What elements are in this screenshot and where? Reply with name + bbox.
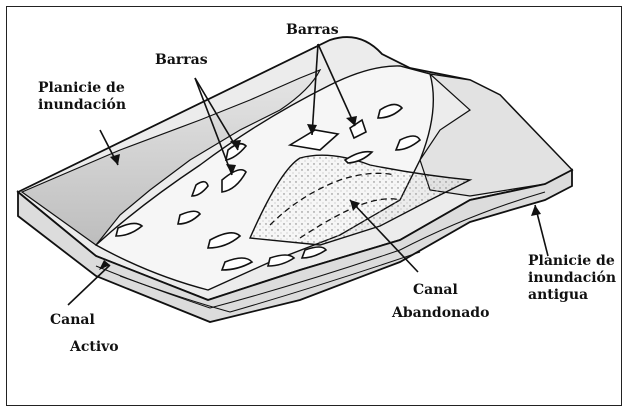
label-planicie-1: Planicie de	[38, 80, 125, 97]
label-planicie-antigua-2: inundación	[528, 270, 616, 287]
label-barras-top: Barras	[286, 22, 339, 39]
label-barras-left: Barras	[155, 52, 208, 69]
label-planicie-2: inundación	[38, 97, 126, 114]
label-planicie-antigua-1: Planicie de	[528, 253, 615, 270]
label-canal-activo-2: Activo	[70, 339, 119, 356]
label-canal-activo-1: Canal	[50, 312, 95, 329]
label-canal-abandonado-1: Canal	[413, 282, 458, 299]
arrow-head	[531, 205, 541, 216]
label-planicie-antigua-3: antigua	[528, 287, 588, 304]
label-canal-abandonado-2: Abandonado	[392, 305, 489, 322]
